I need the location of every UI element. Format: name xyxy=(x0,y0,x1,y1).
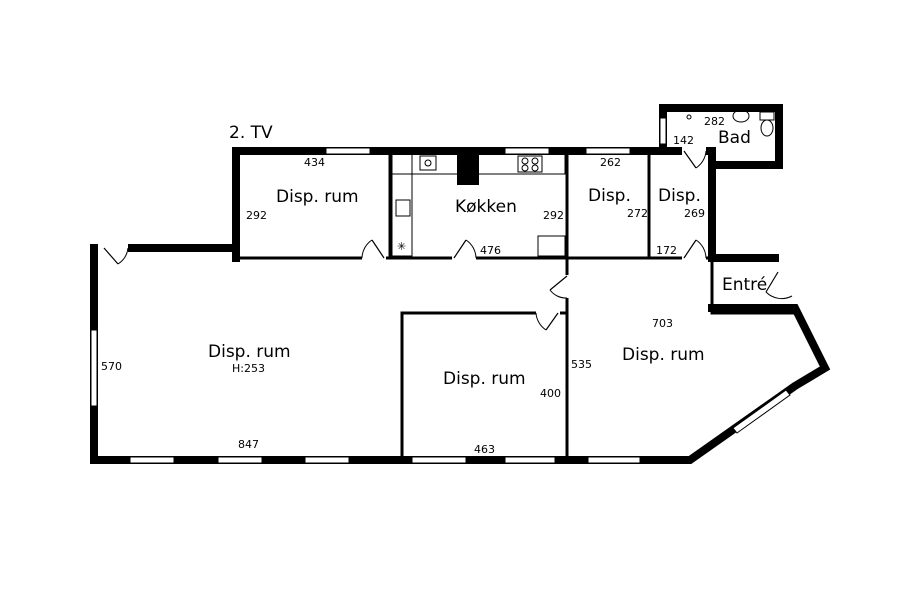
dimension-label: 272 xyxy=(627,207,648,220)
shower-drain-icon xyxy=(686,114,692,120)
dimension-label: 292 xyxy=(543,209,564,222)
room-label-disp-small-1: Disp. xyxy=(588,186,631,206)
bath-fixtures xyxy=(686,109,775,137)
dimension-label: 400 xyxy=(540,387,561,400)
room-label-bath: Bad xyxy=(718,128,751,148)
window xyxy=(504,456,556,464)
burner-icon xyxy=(521,157,529,165)
room-label-disp-right: Disp. rum xyxy=(622,345,705,365)
ceiling-height-label: H:253 xyxy=(232,362,265,375)
burner-icon xyxy=(521,164,529,172)
toilet-tank-icon xyxy=(759,111,775,121)
dimension-label: 292 xyxy=(246,209,267,222)
window xyxy=(129,456,175,464)
window xyxy=(90,329,98,407)
floor-label: 2. TV xyxy=(229,123,273,143)
room-label-kitchen: Køkken xyxy=(455,197,517,217)
dimension-label: 570 xyxy=(101,360,122,373)
fridge-icon: ✳ xyxy=(397,240,406,253)
counter-side xyxy=(391,153,413,257)
dimension-label: 476 xyxy=(480,244,501,257)
burner-icon xyxy=(531,164,539,172)
toilet-icon xyxy=(760,119,774,137)
dimension-label: 463 xyxy=(474,443,495,456)
window xyxy=(504,147,550,155)
dimension-label: 262 xyxy=(600,156,621,169)
room-label-disp-middle: Disp. rum xyxy=(443,369,526,389)
room-label-entre: Entré xyxy=(722,275,767,295)
window xyxy=(659,117,667,145)
dimension-label: 434 xyxy=(304,156,325,169)
dimension-label: 172 xyxy=(656,244,677,257)
room-label-disp-large-left: Disp. rum xyxy=(208,342,291,362)
dimension-label: 703 xyxy=(652,317,673,330)
window xyxy=(217,456,263,464)
windows xyxy=(90,117,791,464)
doors xyxy=(102,146,800,331)
dimension-label: 142 xyxy=(673,134,694,147)
room-label-disp-top-left: Disp. rum xyxy=(276,187,359,207)
room-label-disp-small-2: Disp. xyxy=(658,186,701,206)
washbasin-icon xyxy=(732,109,750,123)
window xyxy=(587,456,641,464)
dimension-label: 535 xyxy=(571,358,592,371)
window xyxy=(585,147,631,155)
stove-icon xyxy=(517,155,543,173)
kitchen-fixtures: ✳ xyxy=(391,151,566,257)
dimension-label: 282 xyxy=(704,115,725,128)
sink-drain-icon xyxy=(424,159,432,167)
dishwasher-icon xyxy=(395,199,411,217)
burner-icon xyxy=(531,157,539,165)
fridge-box xyxy=(537,235,566,257)
window xyxy=(304,456,350,464)
window xyxy=(411,456,467,464)
window xyxy=(325,147,371,155)
window xyxy=(732,389,791,434)
chimney xyxy=(457,151,479,185)
sink-icon xyxy=(419,155,437,171)
dimension-label: 269 xyxy=(684,207,705,220)
dimension-label: 847 xyxy=(238,438,259,451)
labels: 2. TV Disp. rum Køkken Disp. Disp. Bad E… xyxy=(101,115,767,456)
